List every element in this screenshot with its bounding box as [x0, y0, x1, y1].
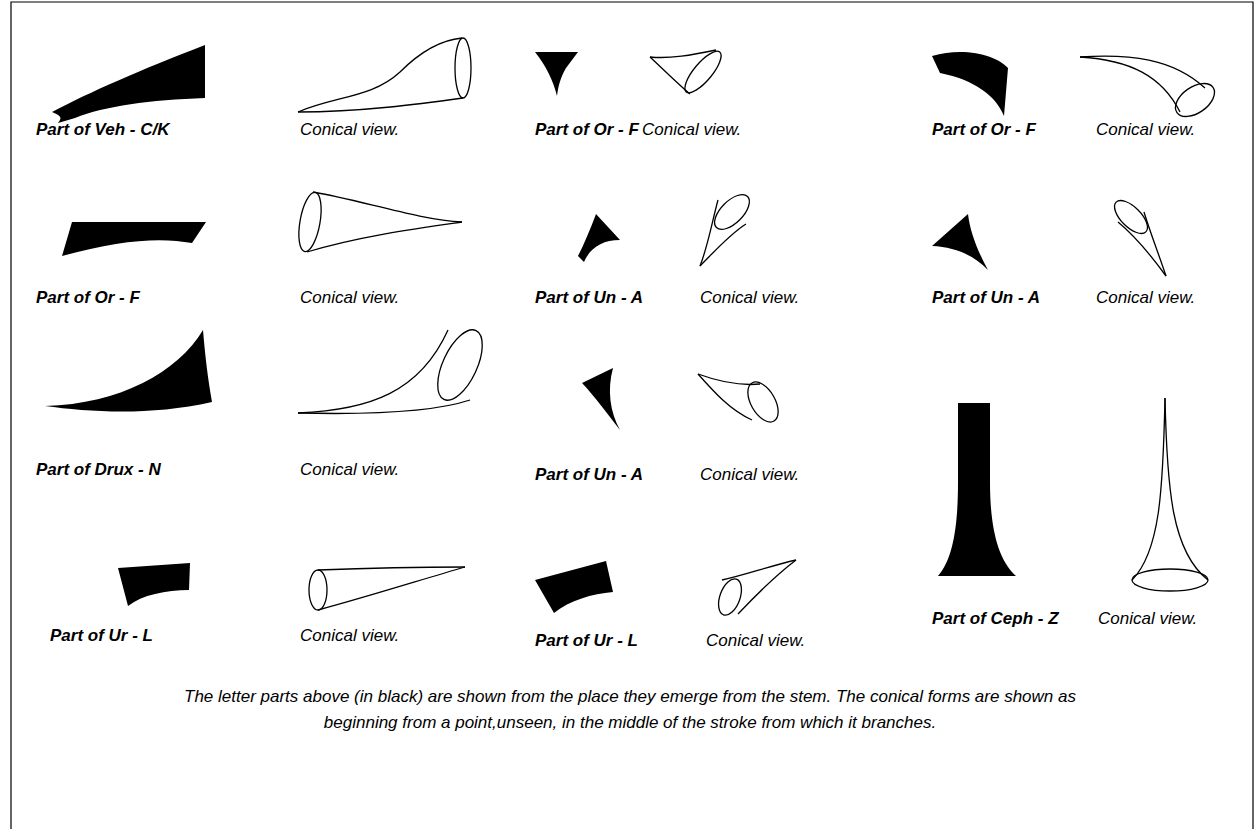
frame	[11, 2, 1253, 829]
conical-views	[295, 38, 1221, 618]
un-part	[582, 368, 620, 430]
un-cone	[698, 374, 784, 427]
or-part	[535, 52, 578, 96]
ceph-cone	[1132, 398, 1208, 591]
view-label: Conical view.	[1096, 119, 1195, 141]
view-label: Conical view.	[700, 287, 799, 309]
drux-cone	[298, 323, 491, 413]
view-label: Conical view.	[700, 464, 799, 486]
ur-part	[535, 561, 613, 613]
ur-part	[118, 563, 190, 606]
black-letter-parts	[45, 45, 1016, 613]
part-name: Part of Or - F	[932, 119, 1036, 141]
un-cone	[1109, 195, 1166, 276]
or-cone	[1080, 56, 1220, 123]
view-label: Conical view.	[300, 459, 399, 481]
or-cone	[650, 46, 727, 97]
view-label: Conical view.	[300, 625, 399, 647]
or-part	[62, 222, 206, 256]
part-name: Part of Or - F	[36, 287, 140, 309]
un-cone	[700, 189, 755, 266]
view-label: Conical view.	[706, 630, 805, 652]
part-name: Part of Un - A	[535, 464, 643, 486]
un-part	[578, 214, 620, 262]
caption: The letter parts above (in black) are sh…	[180, 684, 1080, 736]
view-label: Conical view.	[300, 287, 399, 309]
or-cone	[295, 191, 462, 254]
veh-cone	[298, 38, 471, 112]
view-label: Conical view.	[1096, 287, 1195, 309]
view-label: Conical view.	[642, 119, 741, 141]
ur-cone	[309, 567, 465, 610]
ceph-part	[938, 403, 1016, 576]
part-name: Part of Un - A	[535, 287, 643, 309]
drux-part	[45, 330, 212, 412]
part-name: Part of Veh - C/K	[36, 119, 170, 141]
part-name: Part of Or - F	[535, 119, 639, 141]
view-label: Conical view.	[300, 119, 399, 141]
ur-cone	[714, 560, 796, 618]
part-name: Part of Drux - N	[36, 459, 161, 481]
or-part	[932, 52, 1008, 116]
un-part	[932, 214, 988, 270]
veh-part	[52, 45, 205, 123]
view-label: Conical view.	[1098, 608, 1197, 630]
part-name: Part of Ur - L	[535, 630, 638, 652]
part-name: Part of Un - A	[932, 287, 1040, 309]
part-name: Part of Ur - L	[50, 625, 153, 647]
part-name: Part of Ceph - Z	[932, 608, 1059, 630]
